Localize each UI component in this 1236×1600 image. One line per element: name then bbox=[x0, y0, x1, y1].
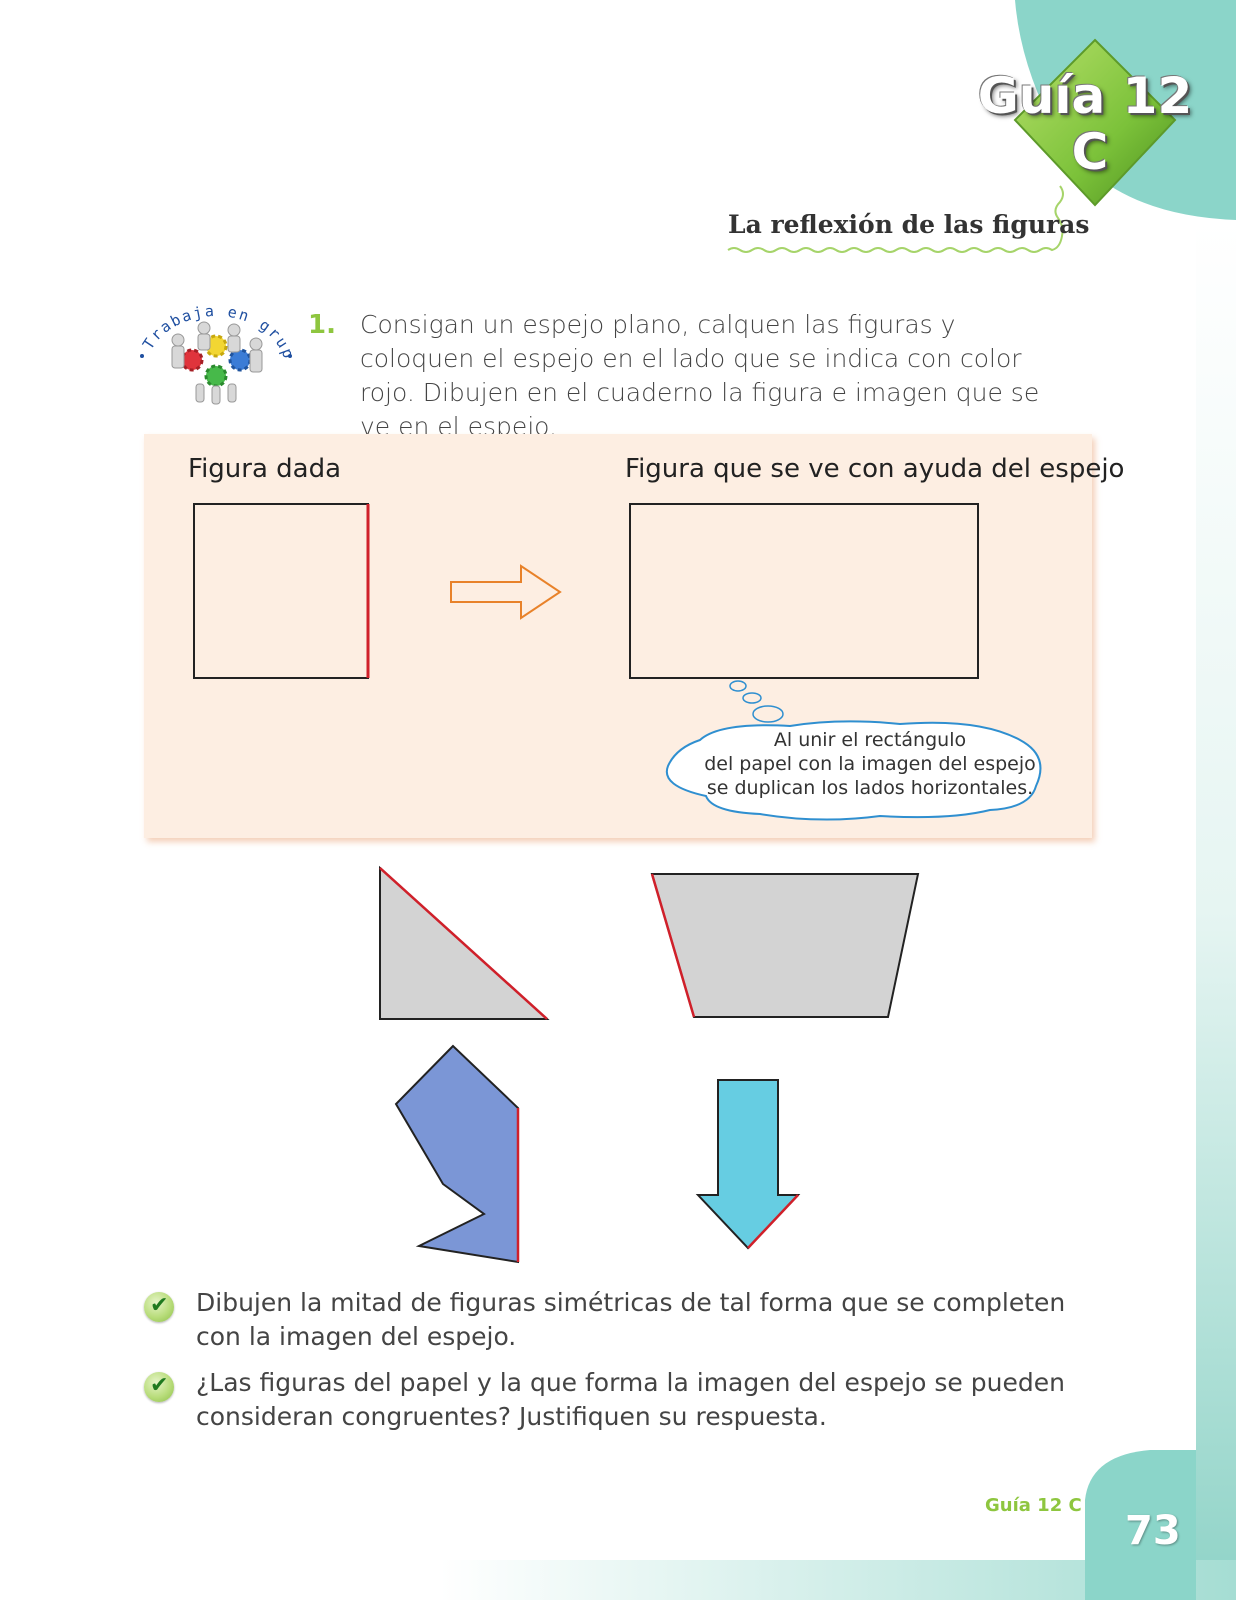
page-number: 73 bbox=[1125, 1508, 1181, 1554]
polygon-shape bbox=[394, 1044, 519, 1264]
speech-cloud bbox=[665, 720, 1042, 821]
title-underline bbox=[727, 185, 1064, 253]
trapezoid-mirror-edge bbox=[650, 873, 696, 1018]
mirrored-rectangle bbox=[629, 503, 979, 679]
mirror-figure-label: Figura que se ve con ayuda del espejo bbox=[625, 454, 1125, 484]
thought-bubble-medium bbox=[742, 692, 762, 704]
thought-bubble-small bbox=[729, 680, 747, 692]
right-band bbox=[1196, 220, 1236, 1600]
arrow-right-icon bbox=[450, 564, 562, 620]
exercise-number: 1. bbox=[308, 310, 336, 340]
trapezoid-shape bbox=[650, 873, 920, 1018]
gears-team-icon bbox=[171, 321, 263, 405]
guide-diamond bbox=[1013, 38, 1177, 207]
triangle-mirror-edge bbox=[379, 867, 548, 1020]
arrow-down-shape bbox=[695, 1079, 801, 1250]
given-square bbox=[193, 503, 369, 679]
group-badge: Trabaja en grupo bbox=[136, 288, 296, 405]
footer-guide-label: Guía 12 C bbox=[985, 1495, 1082, 1516]
cloud-text: Al unir el rectángulo del papel con la i… bbox=[704, 729, 1036, 799]
exercise-instruction: Consigan un espejo plano, calquen las fi… bbox=[360, 310, 1040, 441]
check-icon bbox=[144, 1292, 174, 1322]
page-tab bbox=[1085, 1450, 1196, 1600]
arrow-mirror-edge bbox=[747, 1194, 799, 1249]
thought-bubble-large bbox=[752, 705, 784, 723]
section-title: La reflexión de las figuras bbox=[728, 210, 1090, 239]
guide-title: Guía 12 bbox=[977, 67, 1193, 125]
check-icon bbox=[144, 1372, 174, 1402]
guide-letter: C bbox=[1071, 123, 1109, 181]
given-figure-label: Figura dada bbox=[188, 454, 342, 484]
